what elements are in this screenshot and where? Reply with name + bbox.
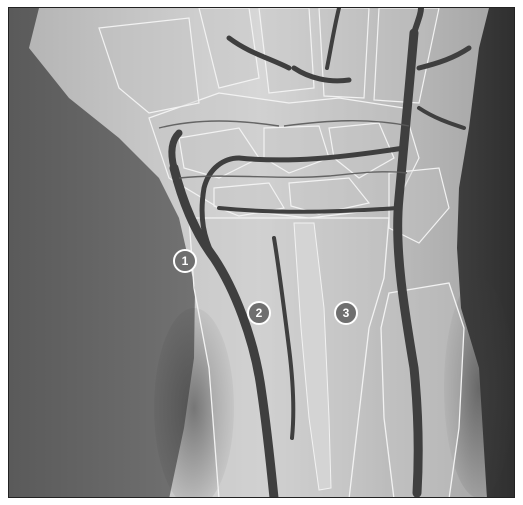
marker-1 xyxy=(174,250,196,272)
marker-2 xyxy=(248,302,270,324)
image-frame: 1 2 3 xyxy=(8,7,515,498)
wrist-illustration xyxy=(9,8,515,498)
marker-3 xyxy=(335,302,357,324)
